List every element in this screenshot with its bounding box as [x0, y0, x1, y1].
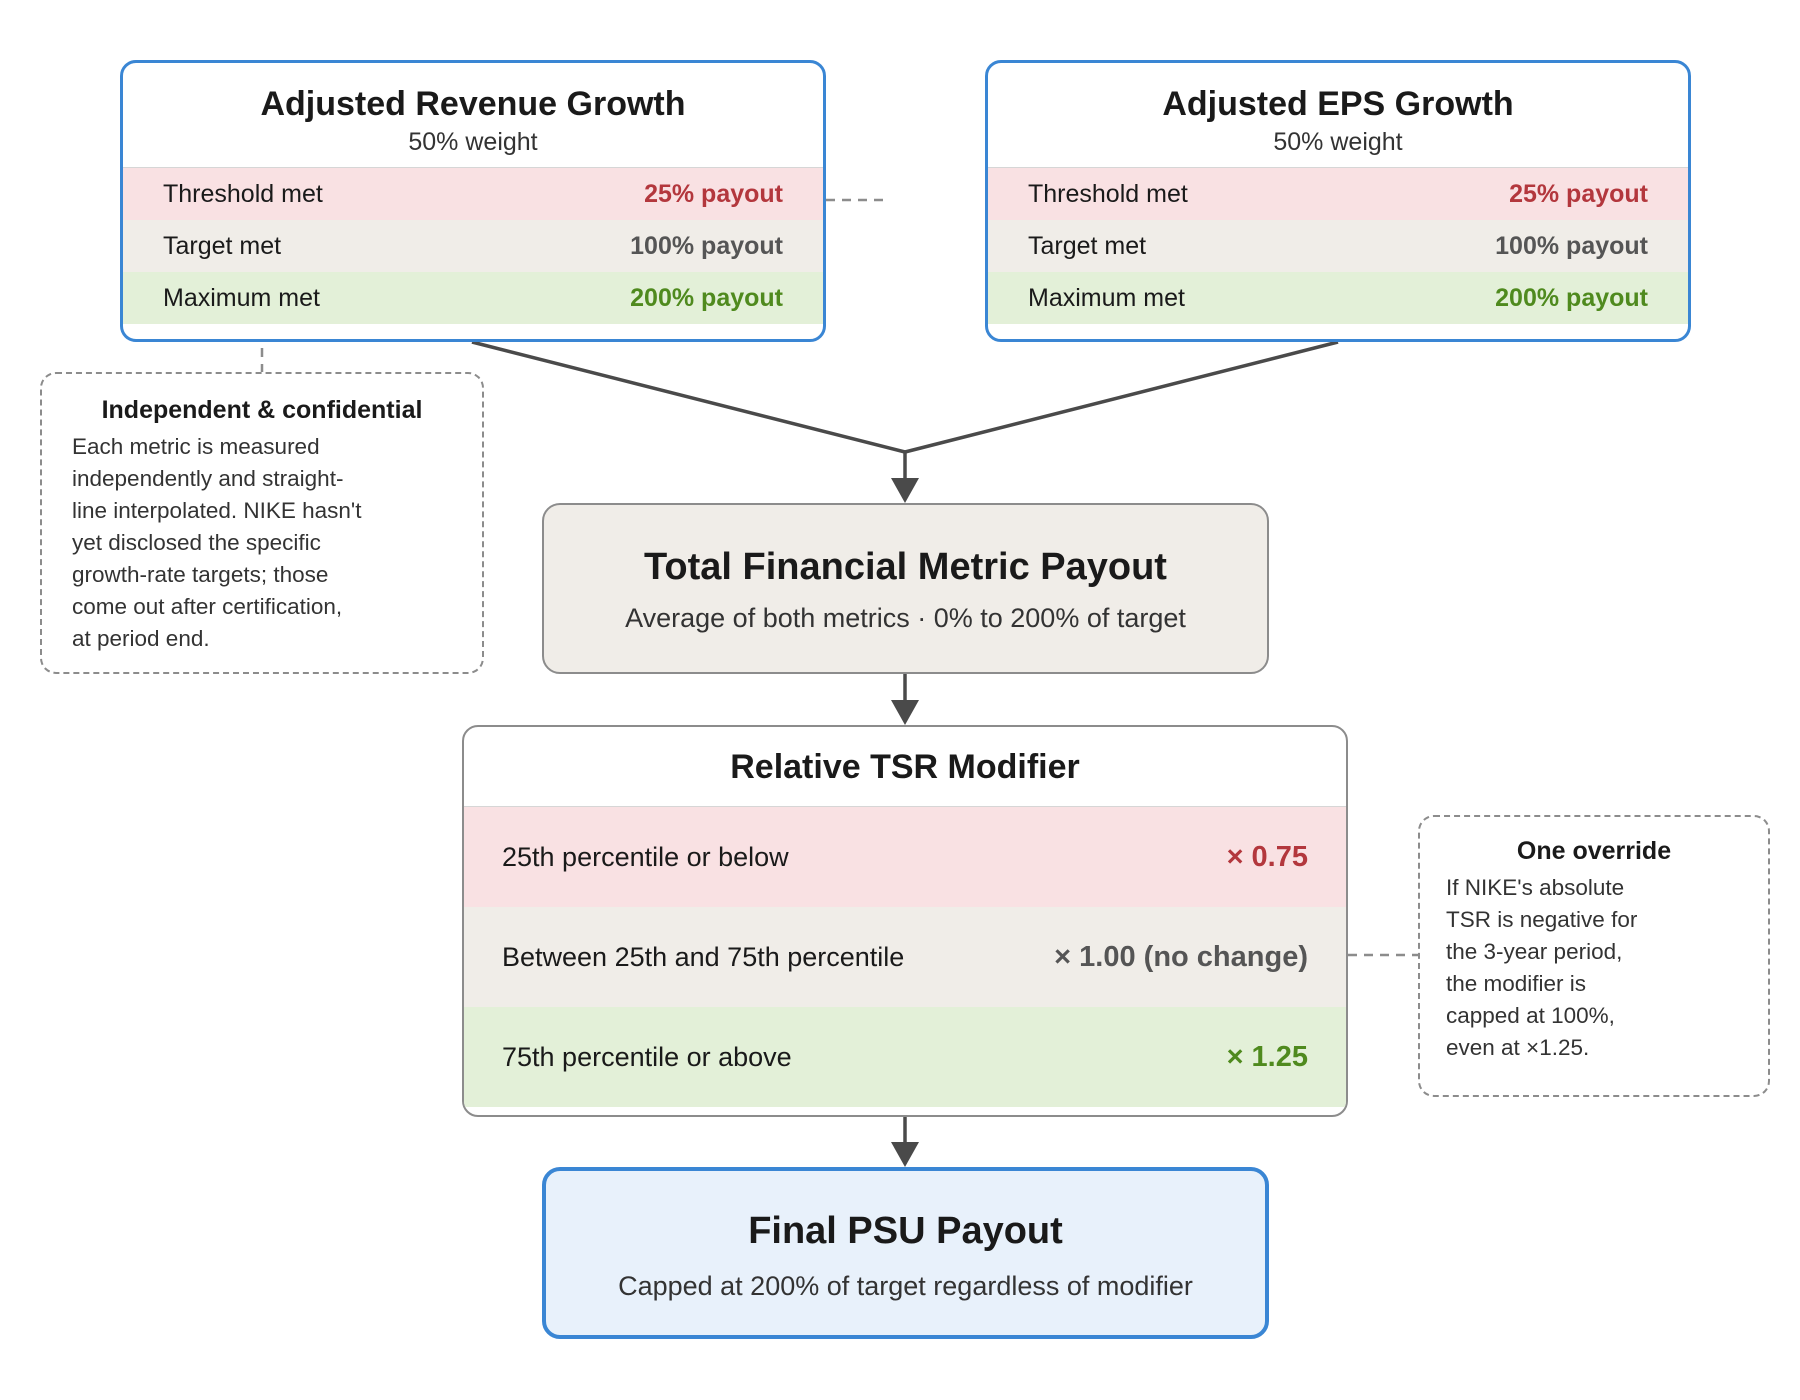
- revenue-card-weight: 50% weight: [408, 128, 538, 156]
- row-label: Threshold met: [1028, 179, 1188, 208]
- tsr-row-value: × 1.25: [1226, 1040, 1308, 1073]
- row-value: 100% payout: [630, 231, 783, 260]
- note-line: come out after certification,: [72, 594, 343, 619]
- row-label: Maximum met: [163, 283, 320, 312]
- note-line: capped at 100%,: [1446, 1003, 1615, 1028]
- tsr-row-value: × 0.75: [1226, 840, 1308, 873]
- tsr-row-label: Between 25th and 75th percentile: [502, 941, 905, 972]
- tsr-row-mid: Between 25th and 75th percentile × 1.00 …: [464, 907, 1346, 1007]
- eps-row-target: Target met 100% payout: [988, 220, 1688, 272]
- note-line: even at ×1.25.: [1446, 1035, 1590, 1060]
- note-line: yet disclosed the specific: [72, 530, 321, 555]
- final-payout-title: Final PSU Payout: [748, 1210, 1063, 1252]
- note-line: If NIKE's absolute: [1446, 875, 1625, 900]
- eps-card-title: Adjusted EPS Growth: [1162, 85, 1514, 123]
- row-value: 200% payout: [1495, 283, 1648, 312]
- row-value: 25% payout: [644, 179, 783, 208]
- revenue-to-merge-line: [471, 340, 906, 454]
- row-value: 25% payout: [1509, 179, 1648, 208]
- note-body: Each metric is measured independently an…: [72, 431, 482, 655]
- total-payout-title: Total Financial Metric Payout: [644, 546, 1167, 588]
- note-body: If NIKE's absolute TSR is negative for t…: [1446, 872, 1768, 1064]
- eps-card-weight: 50% weight: [1273, 128, 1403, 156]
- note-line: growth-rate targets; those: [72, 562, 329, 587]
- row-label: Maximum met: [1028, 283, 1185, 312]
- row-value: 200% payout: [630, 283, 783, 312]
- tsr-title: Relative TSR Modifier: [730, 748, 1080, 786]
- revenue-card-header: Adjusted Revenue Growth 50% weight: [123, 63, 823, 168]
- revenue-card-title: Adjusted Revenue Growth: [260, 85, 686, 123]
- tsr-row-low: 25th percentile or below × 0.75: [464, 807, 1346, 907]
- tsr-row-value: × 1.00 (no change): [1054, 940, 1308, 973]
- eps-growth-card: Adjusted EPS Growth 50% weight Threshold…: [985, 60, 1691, 342]
- revenue-row-maximum: Maximum met 200% payout: [123, 272, 823, 324]
- eps-row-threshold: Threshold met 25% payout: [988, 168, 1688, 220]
- revenue-growth-card: Adjusted Revenue Growth 50% weight Thres…: [120, 60, 826, 342]
- total-payout-subtitle: Average of both metrics · 0% to 200% of …: [625, 603, 1186, 633]
- eps-row-maximum: Maximum met 200% payout: [988, 272, 1688, 324]
- tsr-row-label: 75th percentile or above: [502, 1041, 792, 1072]
- note-title: One override: [1516, 837, 1672, 865]
- final-psu-payout-box: Final PSU Payout Capped at 200% of targe…: [542, 1167, 1269, 1339]
- note-line: line interpolated. NIKE hasn't: [72, 498, 362, 523]
- total-to-tsr-arrowhead: [891, 700, 919, 725]
- merge-to-total-arrowhead: [891, 478, 919, 503]
- one-override-note: One override If NIKE's absolute TSR is n…: [1418, 815, 1770, 1097]
- row-label: Target met: [163, 231, 282, 260]
- independent-confidential-note: Independent & confidential Each metric i…: [40, 372, 484, 674]
- note-line: TSR is negative for: [1446, 907, 1638, 932]
- eps-to-merge-line: [904, 340, 1339, 454]
- tsr-to-final-arrowhead: [891, 1142, 919, 1167]
- tsr-row-label: 25th percentile or below: [502, 841, 789, 872]
- tsr-row-high: 75th percentile or above × 1.25: [464, 1007, 1346, 1107]
- relative-tsr-modifier-box: Relative TSR Modifier 25th percentile or…: [462, 725, 1348, 1117]
- revenue-row-threshold: Threshold met 25% payout: [123, 168, 823, 220]
- total-financial-payout-box: Total Financial Metric Payout Average of…: [542, 503, 1269, 674]
- note-line: at period end.: [72, 626, 210, 651]
- row-label: Target met: [1028, 231, 1147, 260]
- note-line: the 3-year period,: [1446, 939, 1623, 964]
- note-line: the modifier is: [1446, 971, 1587, 996]
- revenue-row-target: Target met 100% payout: [123, 220, 823, 272]
- eps-card-header: Adjusted EPS Growth 50% weight: [988, 63, 1688, 168]
- tsr-header: Relative TSR Modifier: [464, 727, 1346, 807]
- final-payout-subtitle: Capped at 200% of target regardless of m…: [618, 1271, 1193, 1301]
- note-title: Independent & confidential: [101, 396, 423, 424]
- row-label: Threshold met: [163, 179, 323, 208]
- row-value: 100% payout: [1495, 231, 1648, 260]
- note-line: independently and straight-: [72, 466, 344, 491]
- note-line: Each metric is measured: [72, 434, 320, 459]
